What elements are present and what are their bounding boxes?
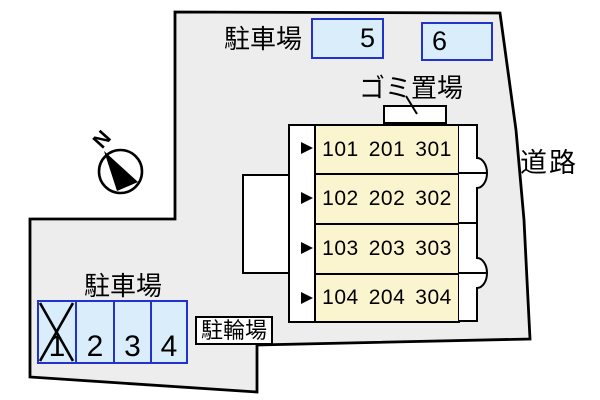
room-number: 202	[368, 187, 406, 210]
parking-space-4-number: 4	[160, 330, 178, 363]
unit-row-4: 104 204 304	[314, 273, 460, 323]
unit-row-1: 101 201 301	[314, 124, 460, 175]
room-number: 304	[415, 286, 452, 309]
road-label: 道路	[520, 148, 578, 178]
unit-row-3: 103 203 303	[314, 223, 460, 275]
room-number: 302	[415, 187, 452, 210]
top-parking-label: 駐車場	[224, 24, 303, 54]
parking-space-4: 4	[150, 300, 188, 364]
building-corridor	[288, 124, 316, 323]
room-number: 303	[415, 237, 452, 260]
garbage-box	[383, 105, 447, 124]
room-number: 104	[322, 286, 359, 309]
parking-space-2: 2	[75, 300, 115, 364]
parking-space-1: 1	[37, 300, 77, 364]
room-number: 201	[368, 137, 406, 161]
parking-space-6-number: 6	[432, 26, 448, 56]
bicycle-parking-box: 駐輪場	[195, 316, 273, 345]
room-number: 102	[322, 187, 359, 210]
room-number: 101	[322, 137, 359, 161]
unit-arrow-icon	[301, 192, 313, 204]
bicycle-parking-label: 駐輪場	[200, 317, 267, 343]
parking-space-1-number: 1	[48, 330, 66, 363]
parking-space-3-number: 3	[124, 330, 141, 363]
building-stairwell	[242, 174, 290, 274]
parking-space-3: 3	[113, 300, 152, 364]
unit-arrow-icon	[301, 142, 313, 154]
garbage-area-label: ゴミ置場	[359, 73, 464, 103]
unit-row-2: 102 202 302	[314, 173, 460, 225]
unit-arrow-icon	[301, 292, 313, 304]
unit-arrow-icon	[301, 242, 313, 254]
parking-space-2-number: 2	[86, 330, 104, 363]
parking-space-6: 6	[421, 22, 493, 61]
parking-space-5-number: 5	[359, 23, 375, 53]
room-number: 204	[368, 286, 406, 309]
bottom-parking-label: 駐車場	[84, 271, 163, 301]
room-number: 203	[368, 237, 406, 260]
room-number: 301	[415, 137, 452, 161]
room-number: 103	[322, 237, 359, 260]
parking-space-5: 5	[311, 18, 384, 59]
